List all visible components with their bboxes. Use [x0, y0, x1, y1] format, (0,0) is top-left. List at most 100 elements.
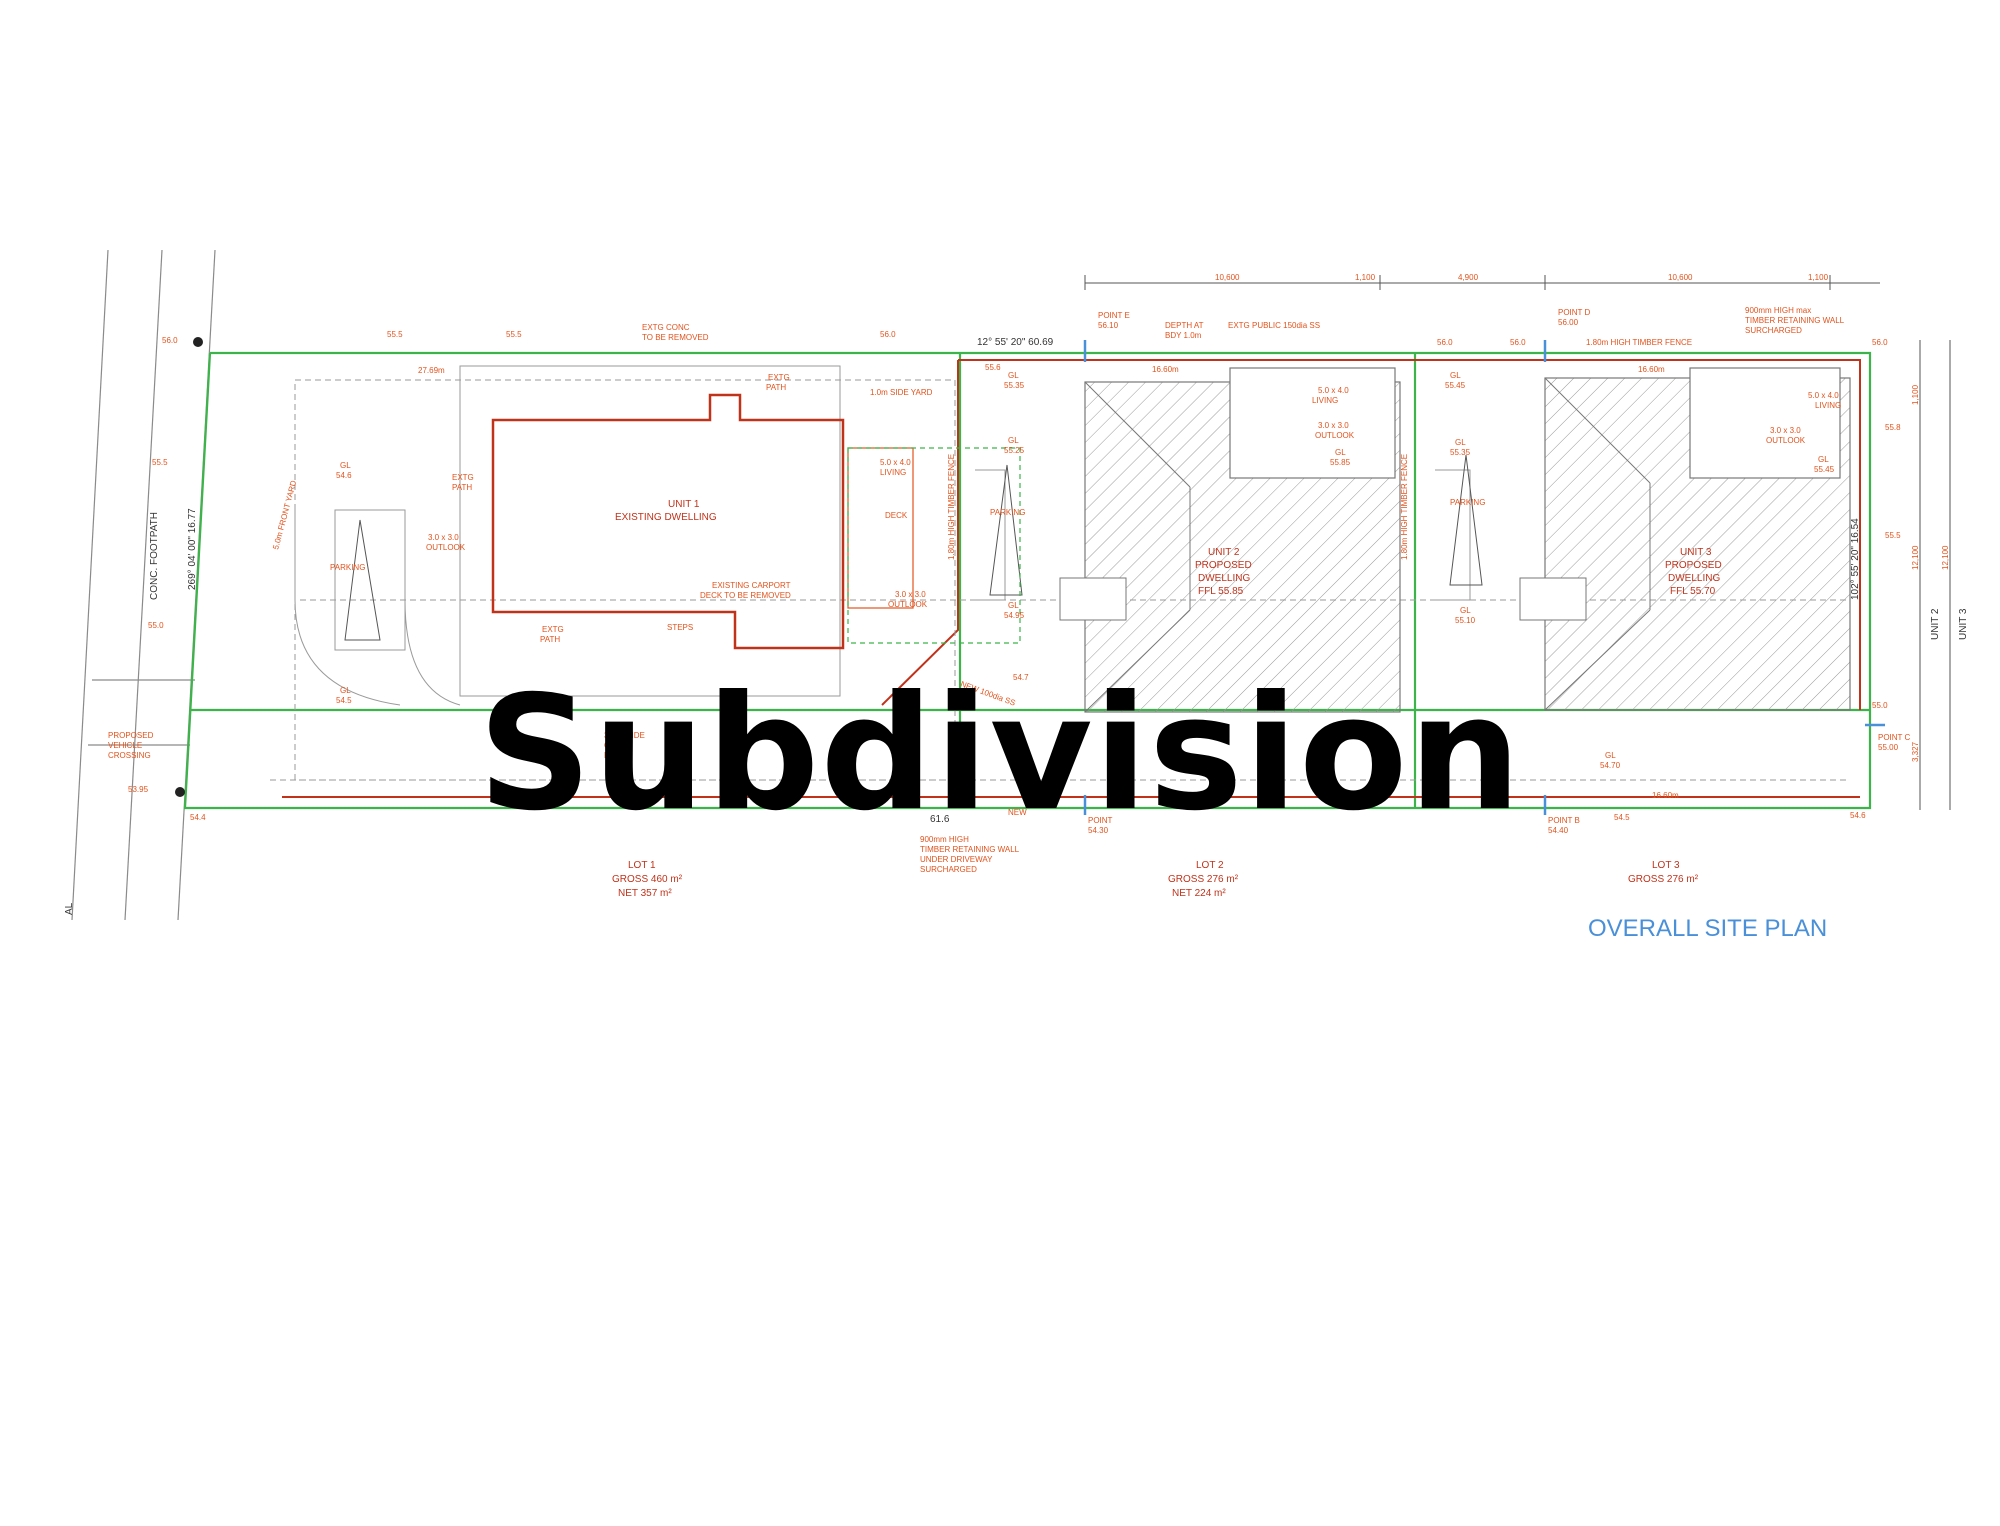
dim-16-60-b: 16.60m: [1638, 365, 1665, 374]
fence-lines: [282, 359, 1861, 798]
parking-label-3: PARKING: [1450, 498, 1485, 507]
point-e-val: 56.10: [1098, 321, 1119, 330]
vehicle-3: CROSSING: [108, 751, 151, 760]
extg-conc-1: EXTG CONC: [642, 323, 690, 332]
footpath-label: CONC. FOOTPATH: [149, 512, 160, 600]
point-d: POINT D: [1558, 308, 1591, 317]
outlook-label-4: OUTLOOK: [1766, 436, 1806, 445]
lvl-545: 54.5: [1614, 813, 1630, 822]
lvl-546: 54.6: [1850, 811, 1866, 820]
steps-label: STEPS: [667, 623, 693, 632]
gl-10-val: 54.70: [1600, 761, 1621, 770]
unit2-dwelling: [1059, 367, 1401, 713]
extg-path-1: EXTG: [768, 373, 790, 382]
lot1-name: LOT 1: [628, 860, 656, 871]
retain-drive-2: TIMBER RETAINING WALL: [920, 845, 1020, 854]
plan-caption: OVERALL SITE PLAN: [1588, 915, 1828, 942]
lvl-555-b: 55.5: [506, 330, 522, 339]
unit3-name: UNIT 3: [1680, 547, 1712, 558]
timber-fence-top: 1.80m HIGH TIMBER FENCE: [1586, 338, 1692, 347]
lvl-555-left: 55.5: [152, 458, 168, 467]
gl-9: GL: [1460, 606, 1471, 615]
front-yard: 5.0m FRONT YARD: [271, 479, 298, 550]
public-ss: EXTG PUBLIC 150dia SS: [1228, 321, 1320, 330]
retain-drive-1: 900mm HIGH: [920, 835, 969, 844]
lvl-560-e: 56.0: [1872, 338, 1888, 347]
gl-4: GL: [1008, 436, 1019, 445]
dimension-lines: [1084, 275, 1951, 810]
drive: DRIV: [604, 751, 624, 760]
lvl-555-c: 55.5: [1885, 531, 1901, 540]
dim-12100-a: 12,100: [1911, 545, 1920, 570]
living-label-3: LIVING: [1815, 401, 1841, 410]
gl-4-val: 55.25: [1004, 446, 1025, 455]
lot3-gross: GROSS 276 m²: [1628, 874, 1699, 885]
unit3-dwelling: [1519, 367, 1851, 711]
unit3-desc1: PROPOSED: [1665, 560, 1722, 571]
lvl-550-left: 55.0: [148, 621, 164, 630]
outlook-size-1: 3.0 x 3.0: [428, 533, 459, 542]
depth-bdy: BDY 1.0m: [1165, 331, 1202, 340]
gl-8-val: 55.35: [1450, 448, 1471, 457]
outlook-size-4: 3.0 x 3.0: [1770, 426, 1801, 435]
point-a-val: 54.30: [1088, 826, 1109, 835]
gl-9-val: 55.10: [1455, 616, 1476, 625]
lvl-558: 55.8: [1885, 423, 1901, 432]
unit3-vertical: UNIT 3: [1958, 608, 1969, 640]
gl-7-val: 55.45: [1445, 381, 1466, 390]
dim-4900: 4,900: [1458, 273, 1479, 282]
extg-path-2: EXTG: [452, 473, 474, 482]
lot1-gross: GROSS 460 m²: [612, 874, 683, 885]
unit2-name: UNIT 2: [1208, 547, 1240, 558]
point-a: POINT: [1088, 816, 1113, 825]
dim-10600-a: 10,600: [1215, 273, 1240, 282]
bearing-right: 102° 55' 20" 16.54: [1850, 518, 1861, 600]
bearing-left: 269° 04' 00" 16.77: [187, 508, 198, 590]
lot2-gross: GROSS 276 m²: [1168, 874, 1239, 885]
lot3-name: LOT 3: [1652, 860, 1680, 871]
parking-label-1: PARKING: [330, 563, 365, 572]
retaining-1: 900mm HIGH max: [1745, 306, 1811, 315]
carport-label-1: EXISTING CARPORT: [712, 581, 791, 590]
point-e: POINT E: [1098, 311, 1130, 320]
retain-drive-4: SURCHARGED: [920, 865, 977, 874]
unit2-desc1: PROPOSED: [1195, 560, 1252, 571]
unit3-desc2: DWELLING: [1668, 573, 1720, 584]
living-label-2: LIVING: [1312, 396, 1338, 405]
lvl-555-a: 55.5: [387, 330, 403, 339]
point-b-val: 54.40: [1548, 826, 1569, 835]
lot1-net: NET 357 m²: [618, 888, 672, 899]
unit2-vertical: UNIT 2: [1930, 608, 1941, 640]
point-markers: [1083, 340, 1885, 815]
retaining-3: SURCHARGED: [1745, 326, 1802, 335]
dim-27-69: 27.69m: [418, 366, 445, 375]
new-sw: NEW: [1008, 808, 1027, 817]
unit2-ffl: FFL 55.85: [1198, 586, 1244, 597]
point-c-val: 55.00: [1878, 743, 1899, 752]
unit3-ffl: FFL 55.70: [1670, 586, 1716, 597]
lvl-560-d: 56.0: [1510, 338, 1526, 347]
dim-12100-b: 12,100: [1941, 545, 1950, 570]
point-c: POINT C: [1878, 733, 1911, 742]
depth-at: DEPTH AT: [1165, 321, 1204, 330]
dim-10600-b: 10,600: [1668, 273, 1693, 282]
path-2: PATH: [452, 483, 472, 492]
deck-label: DECK: [885, 511, 908, 520]
side-yard: 1.0m SIDE YARD: [870, 388, 933, 397]
gl-3-val: 55.35: [1004, 381, 1025, 390]
wide-conc: 3.5m WIDE: [604, 731, 645, 740]
unit1-dwelling: [491, 393, 845, 650]
outlook-size-2: 3.0 x 3.0: [895, 590, 926, 599]
gl-3: GL: [1008, 371, 1019, 380]
point-d-val: 56.00: [1558, 318, 1579, 327]
dim-16-60-c: 16.60m: [1652, 791, 1679, 800]
dim-1100-a: 1,100: [1355, 273, 1376, 282]
lvl-550: 55.0: [1872, 701, 1888, 710]
survey-pegs: [175, 337, 203, 797]
conc: CONC: [604, 741, 628, 750]
extg-path-3: EXTG: [542, 625, 564, 634]
retain-drive-3: UNDER DRIVEWAY: [920, 855, 993, 864]
living-size-2: 5.0 x 4.0: [1318, 386, 1349, 395]
gl-6: GL: [1335, 448, 1346, 457]
timber-fence-v1: 1.80m HIGH TIMBER FENCE: [947, 454, 956, 560]
